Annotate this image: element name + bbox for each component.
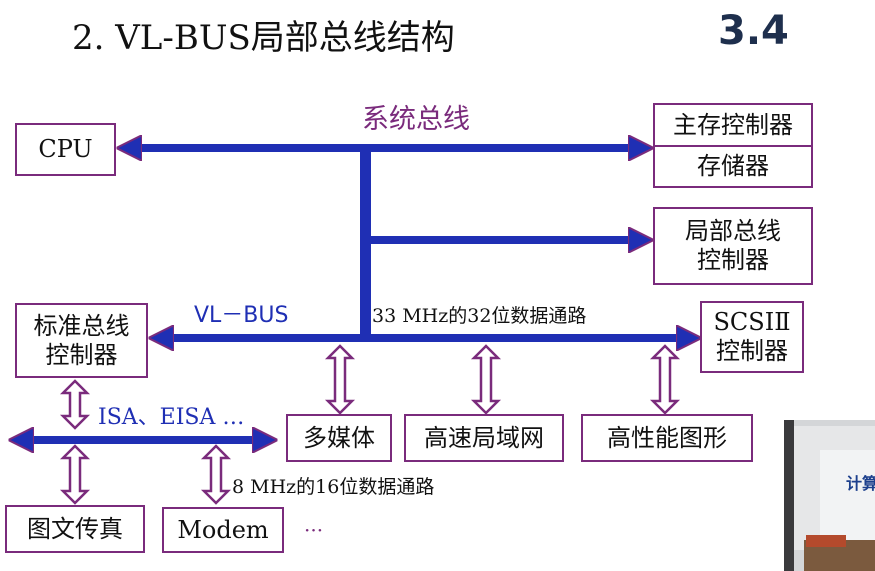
multimedia-box: 多媒体 [286,414,392,462]
cpu-box: CPU [15,123,116,176]
standard-bus-controller-label-line1: 标准总线 [33,311,130,340]
local-bus-controller-label-line1: 局部总线 [685,217,781,246]
main-memory-controller-box: 主存控制器 [653,103,813,147]
vl-bus-description: 33 MHz的32位数据通路 [372,305,587,327]
std-ctrl-isa-connector [59,379,91,430]
fax-label: 图文传真 [27,514,123,543]
isa-bus-label: ISA、EISA … [98,405,245,430]
scsi-controller-label-line2: 控制器 [716,337,788,365]
scsi-controller-label-line1: SCSIⅡ [713,308,791,337]
standard-bus-controller-box: 标准总线 控制器 [15,303,148,378]
vl-graphics-connector [649,344,681,415]
section-number: 3.4 [718,8,789,54]
vl-bus-label: VL－BUS [194,303,289,328]
cpu-label: CPU [38,135,93,164]
multimedia-label: 多媒体 [303,423,375,452]
more-devices-dots: ··· [304,518,324,542]
isa-modem-connector [200,444,232,505]
modem-box: Modem [162,507,284,553]
inset-banner-text: 计算 [846,474,875,493]
lan-box: 高速局域网 [404,414,564,462]
standard-bus-controller-label-line2: 控制器 [45,340,118,369]
inset-book [806,535,846,547]
video-inset: 计算 [784,420,875,571]
vl-lan-connector [470,344,502,415]
fax-box: 图文传真 [5,505,145,553]
vl-multimedia-connector [324,344,356,415]
memory-box: 存储器 [653,145,813,188]
graphics-box: 高性能图形 [581,414,753,462]
system-bus-label: 系统总线 [362,104,470,135]
graphics-label: 高性能图形 [607,423,727,452]
isa-fax-connector [59,444,91,505]
slide-title: 2. VL-BUS局部总线结构 [72,18,455,58]
isa-bus-description: 8 MHz的16位数据通路 [232,476,435,498]
local-bus-controller-box: 局部总线 控制器 [653,207,813,285]
inset-shadow [784,420,794,571]
lan-label: 高速局域网 [424,423,544,452]
main-memory-controller-label: 主存控制器 [673,110,793,139]
local-bus-controller-label-line2: 控制器 [697,246,769,274]
inset-banner [820,450,875,550]
scsi-controller-box: SCSIⅡ 控制器 [700,301,804,373]
bus-bridge-trunk [360,152,371,340]
memory-label: 存储器 [697,152,769,181]
modem-label: Modem [177,515,269,544]
